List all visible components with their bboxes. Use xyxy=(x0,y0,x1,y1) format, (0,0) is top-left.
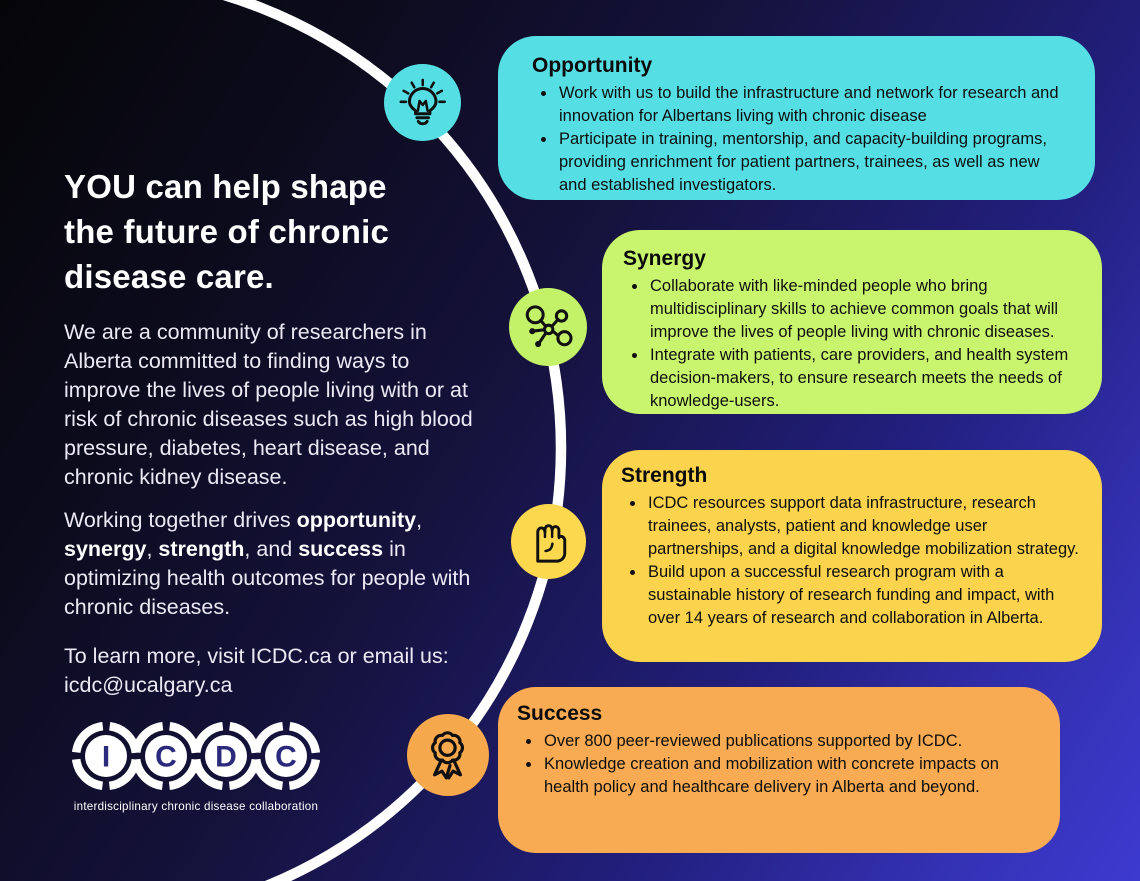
list-item: Knowledge creation and mobilization with… xyxy=(542,753,1038,799)
keyword-success: success xyxy=(298,537,384,561)
keyword-opportunity: opportunity xyxy=(296,508,417,532)
card-opportunity-list: Work with us to build the infrastructure… xyxy=(532,82,1069,197)
list-item: Work with us to build the infrastructure… xyxy=(557,82,1069,128)
intro-paragraph: We are a community of researchers in Alb… xyxy=(64,320,473,489)
lightbulb-icon xyxy=(384,64,461,141)
card-success: Success Over 800 peer-reviewed publicati… xyxy=(498,687,1060,853)
logo-letter-c2: C xyxy=(275,741,297,774)
contact-line: To learn more, visit ICDC.ca or email us… xyxy=(64,644,449,668)
contact-info: To learn more, visit ICDC.ca or email us… xyxy=(64,642,488,700)
card-synergy-list: Collaborate with like-minded people who … xyxy=(623,275,1080,412)
list-item: Participate in training, mentorship, and… xyxy=(557,128,1069,197)
logo-letter-i: I xyxy=(102,741,110,774)
logo-tagline: interdisciplinary chronic disease collab… xyxy=(73,800,319,813)
card-strength-list: ICDC resources support data infrastructu… xyxy=(621,492,1080,629)
card-success-title: Success xyxy=(517,702,603,725)
keyword-synergy: synergy xyxy=(64,537,147,561)
arc-circle xyxy=(222,0,567,881)
list-item: ICDC resources support data infrastructu… xyxy=(646,492,1080,561)
list-item: Build upon a successful research program… xyxy=(646,561,1080,630)
list-item: Integrate with patients, care providers,… xyxy=(648,344,1080,413)
molecule-icon xyxy=(509,288,587,366)
keyword-strength: strength xyxy=(158,537,245,561)
award-ribbon-icon xyxy=(407,714,489,796)
page-title-line1: YOU can help shape xyxy=(64,168,387,205)
card-opportunity-title: Opportunity xyxy=(532,54,653,77)
logo-letter-d: D xyxy=(215,741,237,774)
card-success-list: Over 800 peer-reviewed publications supp… xyxy=(517,730,1038,799)
page-title-line3: disease care. xyxy=(64,258,274,295)
together-text: Working together drives xyxy=(64,508,297,532)
page-title: YOU can help shape the future of chronic… xyxy=(64,164,484,299)
card-synergy: Synergy Collaborate with like-minded peo… xyxy=(602,230,1102,414)
card-synergy-title: Synergy xyxy=(623,247,706,270)
icdc-logo-circles: I C D C xyxy=(71,721,321,791)
card-strength: Strength ICDC resources support data inf… xyxy=(602,450,1102,662)
contact-email: icdc@ucalgary.ca xyxy=(64,673,233,697)
list-item: Over 800 peer-reviewed publications supp… xyxy=(542,730,1038,753)
fist-icon xyxy=(511,504,586,579)
list-item: Collaborate with like-minded people who … xyxy=(648,275,1080,344)
logo-letter-c1: C xyxy=(155,741,177,774)
icdc-logo: I C D C interdisciplinary chronic diseas… xyxy=(70,718,328,813)
page-title-line2: the future of chronic xyxy=(64,213,390,250)
card-opportunity: Opportunity Work with us to build the in… xyxy=(498,36,1095,200)
together-paragraph: Working together drives opportunity, syn… xyxy=(64,508,471,619)
card-strength-title: Strength xyxy=(621,464,708,487)
